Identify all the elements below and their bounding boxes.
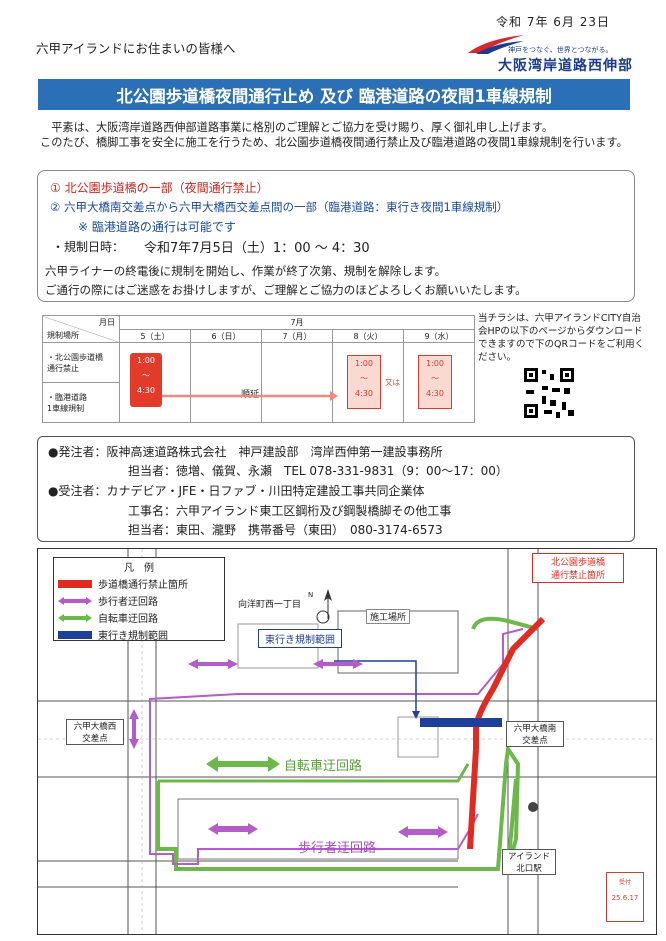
- closure-callout: 北公園歩道橋 通行禁止箇所: [532, 553, 624, 583]
- datetime-value: 令和7年7月5日（土）1：00 ～ 4：30: [144, 241, 370, 256]
- month-header: 7月: [119, 315, 475, 330]
- eastbound-callout: 東行き規制範囲: [258, 629, 342, 648]
- intro-paragraph-1: 平素は、大阪湾岸道路西伸部道路事業に格別のご理解とご協力を受け賜り、厚く御礼申し…: [51, 121, 554, 134]
- station-icon: [528, 802, 538, 812]
- day-header: 8（火）: [332, 329, 404, 343]
- day-header: 9（水）: [403, 329, 475, 343]
- alt-block-8: 1:00 ～ 4:30: [347, 354, 381, 409]
- time-start: 1:00: [355, 358, 373, 368]
- cell-9-road: 1:00 ～ 4:30: [403, 354, 475, 423]
- row-label-road: ・臨港道路 1車線規制: [42, 382, 120, 423]
- contact-box: ●発注者：阪神高速道路株式会社 神戸建設部 湾岸西伸第一建設事務所 担当者：徳増…: [37, 436, 635, 542]
- time-end: 4:30: [137, 386, 155, 395]
- legend-label: 歩行者迂回路: [98, 597, 158, 608]
- issue-date: 令和 7年 6月 23日: [496, 15, 610, 29]
- legend-swatch-purple: [58, 596, 92, 605]
- construction-site-label: 施工場所: [366, 609, 411, 624]
- time-end: 4:30: [355, 388, 373, 398]
- description-line-2: ご通行の際にはご迷惑をお掛けしますが、ご理解とご協力のほどよろしくお願いいたしま…: [45, 283, 527, 297]
- time-tilde: ～: [360, 373, 368, 383]
- day-header: 6（日）: [190, 329, 262, 343]
- time-end: 4:30: [426, 388, 444, 398]
- cell-5-footbridge: 1:00 ～ 4:30: [119, 342, 191, 407]
- notice-item-1: ① 北公園歩道橋の一部（夜間通行禁止）: [50, 181, 269, 195]
- south-intersection-label: 六甲大橋南 交差点: [506, 721, 564, 747]
- corner-bottom-label: 規制場所: [47, 331, 79, 340]
- notice-note: ※ 臨港道路の通行は可能です: [78, 220, 236, 234]
- area-label: 向洋町西一丁目: [238, 600, 302, 610]
- legend-item: 自転車迂回路: [58, 610, 220, 625]
- day-header: 5（土）: [119, 329, 191, 343]
- flyer-note: 当チラシは、六甲アイランドCITY自治会HPの以下のページからダウンロードできま…: [478, 313, 645, 363]
- time-start: 1:00: [426, 358, 444, 368]
- datetime-label: ・規制日時：: [52, 240, 125, 254]
- legend-swatch-blue: [58, 630, 92, 639]
- contractor-line: ●受注者：カナデビア・JFE・日ファブ・川田特定建設工事共同企業体: [48, 484, 425, 498]
- organization-logo: 神戸をつなぐ、世界とつながる。 大阪湾岸道路西伸部: [466, 33, 656, 74]
- time-tilde: ～: [142, 371, 150, 380]
- schedule-table: 月日 規制場所 7月 5（土） 6（日） 7（月） 8（火） 9（水） ・北公園…: [42, 315, 475, 423]
- legend-item: 歩道橋通行禁止箇所: [58, 576, 220, 591]
- schedule-corner: 月日 規制場所: [42, 315, 120, 343]
- description-line-1: 六甲ライナーの終電後に規制を開始し、作業が終了次第、規制を解除します。: [45, 264, 447, 278]
- contractor-staff-line: 担当者：東田、瀧野 携帯番号（東田） 080-3174-6573: [128, 523, 443, 537]
- legend-swatch-red: [58, 579, 92, 588]
- wave-logo-icon: [468, 35, 524, 54]
- pedestrian-route-label: 歩行者迂回路: [298, 841, 377, 856]
- notice-box: ① 北公園歩道橋の一部（夜間通行禁止） ② 六甲大橋南交差点から六甲大橋西交差点…: [37, 170, 635, 302]
- cell-8-road: 1:00 ～ 4:30 又は: [332, 354, 404, 423]
- alt-block-9: 1:00 ～ 4:30: [418, 354, 452, 409]
- page-title: 北公園歩道橋夜間通行止め 及び 臨港道路の夜間1車線規制: [38, 79, 630, 110]
- north-arrow-icon: [316, 589, 332, 624]
- logo-name: 大阪湾岸道路西伸部: [498, 58, 633, 74]
- day-header: 7（月）: [261, 329, 333, 343]
- notice-item-2: ② 六甲大橋南交差点から六甲大橋西交差点間の一部（臨港道路：東行き夜間1車線規制…: [50, 200, 509, 214]
- time-tilde: ～: [431, 373, 439, 383]
- legend-label: 歩道橋通行禁止箇所: [98, 580, 188, 591]
- logo-tagline: 神戸をつなぐ、世界とつながる。: [508, 46, 613, 54]
- cell-6: [190, 342, 262, 383]
- legend-label: 東行き規制範囲: [98, 631, 168, 642]
- bicycle-route-label: 自転車迂回路: [284, 759, 363, 774]
- description: 六甲ライナーの終電後に規制を開始し、作業が終了次第、規制を解除します。 ご通行の…: [45, 262, 630, 300]
- intro-paragraph-2: このたび、橋脚工事を安全に施工を行うため、北公園歩道橋夜間通行禁止及び臨港道路の…: [40, 136, 628, 149]
- qr-code-icon[interactable]: [522, 366, 576, 420]
- or-label: 又は: [385, 377, 400, 387]
- legend-item: 歩行者迂回路: [58, 593, 220, 608]
- postpone-label: 順延: [241, 389, 260, 400]
- legend-label: 自転車迂回路: [98, 614, 158, 625]
- legend-swatch-green: [58, 613, 92, 622]
- north-label: N: [308, 591, 314, 599]
- legend-title: 凡 例: [124, 563, 154, 574]
- cell-6-road: 順延: [190, 382, 262, 423]
- stamp-date: 25.6.17: [611, 894, 639, 902]
- cell-7: [261, 342, 333, 383]
- map-legend: 凡 例 歩道橋通行禁止箇所 歩行者迂回路 自転車迂回路 東行き規制範囲: [53, 557, 225, 642]
- stamp-text: 受付: [618, 879, 631, 886]
- orderer-staff-line: 担当者：徳増、儀賀、永瀬 TEL 078-331-9831（9：00～17：00…: [128, 464, 508, 478]
- legend-item: 東行き規制範囲: [58, 627, 220, 642]
- orderer-line: ●発注者：阪神高速道路株式会社 神戸建設部 湾岸西伸第一建設事務所: [48, 445, 443, 459]
- work-name-line: 工事名：六甲アイランド東工区鋼桁及び鋼製橋脚その他工事: [128, 504, 452, 518]
- received-stamp: 受付 25.6.17: [606, 872, 644, 922]
- station-label: アイランド 北口駅: [502, 849, 556, 875]
- west-intersection-label: 六甲大橋西 交差点: [66, 719, 124, 745]
- row-label-footbridge: ・北公園歩道橋 通行禁止: [42, 342, 120, 383]
- cell-7-road: [261, 382, 333, 423]
- greeting: 六甲アイランドにお住まいの皆様へ: [36, 41, 236, 56]
- closure-block: 1:00 ～ 4:30: [130, 353, 162, 407]
- corner-top-label: 月日: [99, 318, 115, 327]
- intro: 平素は、大阪湾岸道路西伸部道路事業に格別のご理解とご協力を受け賜り、厚く御礼申し…: [40, 120, 640, 150]
- time-start: 1:00: [137, 356, 155, 365]
